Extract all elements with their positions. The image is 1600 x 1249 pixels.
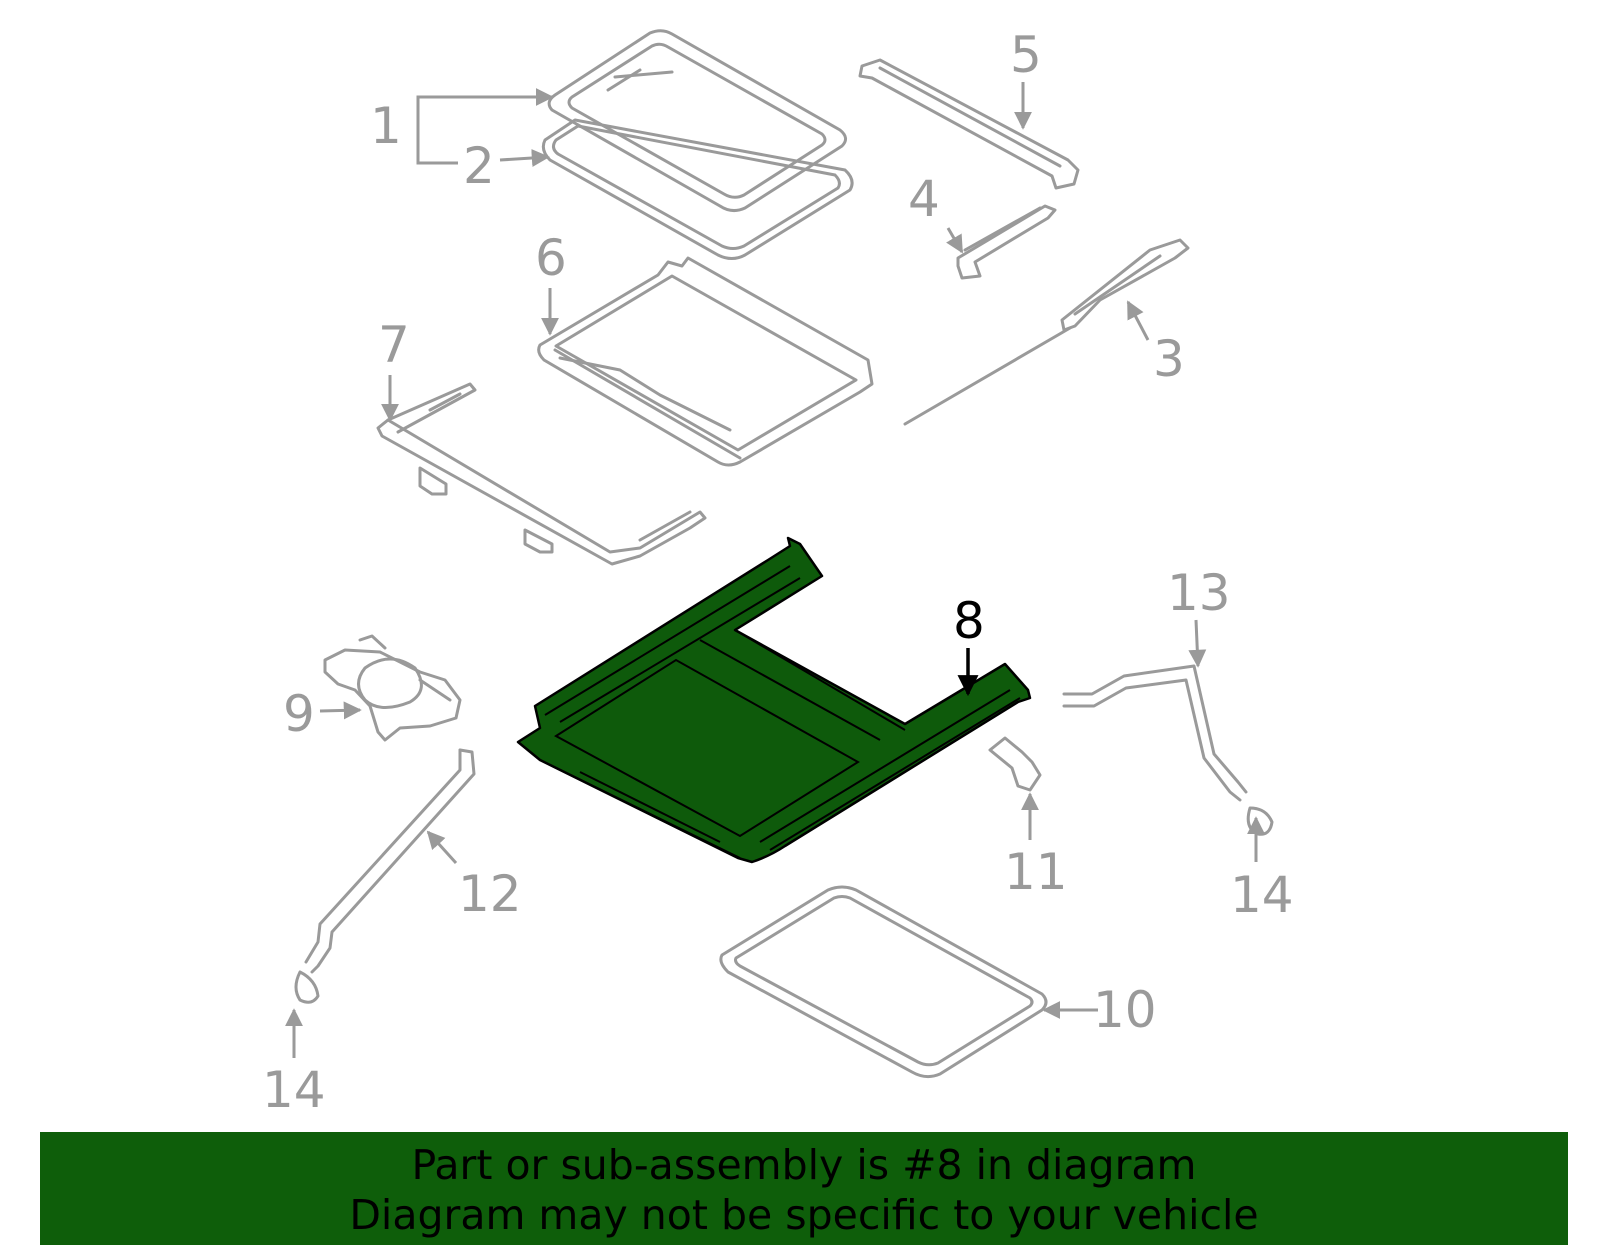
part-1-glass-panel (547, 29, 847, 213)
part-4-bracket (956, 204, 1057, 280)
callout-14-left: 14 (262, 1061, 326, 1119)
leader-lines (285, 82, 1265, 1058)
callout-3: 3 (1153, 330, 1185, 388)
part-10-seal (719, 885, 1048, 1079)
part-7-deflector (376, 382, 707, 566)
callout-1: 1 (370, 97, 402, 155)
part-13-drain-hose (1062, 664, 1274, 836)
info-banner: Part or sub-assembly is #8 in diagram Di… (40, 1132, 1568, 1245)
callout-6: 6 (535, 229, 567, 287)
part-11-bracket (988, 736, 1042, 792)
banner-line-1: Part or sub-assembly is #8 in diagram (411, 1141, 1197, 1189)
part-3-guide (903, 238, 1190, 426)
callout-11: 11 (1004, 843, 1068, 901)
banner-line-2: Diagram may not be specific to your vehi… (349, 1191, 1259, 1239)
callout-2: 2 (463, 137, 495, 195)
parts-diagram: 1 2 3 4 5 6 7 8 9 10 11 12 13 14 14 (262, 26, 1294, 1119)
part-8-sunroof-frame (516, 536, 1032, 864)
callout-10: 10 (1093, 981, 1157, 1039)
callout-13: 13 (1167, 564, 1231, 622)
callout-4: 4 (908, 170, 940, 228)
part-6-sunshade (537, 256, 874, 467)
part-9-motor (323, 634, 462, 742)
callout-9: 9 (283, 685, 315, 743)
callout-5: 5 (1010, 26, 1042, 84)
part-5-rail (858, 58, 1080, 190)
callout-12: 12 (458, 865, 522, 923)
callout-8: 8 (953, 592, 985, 650)
callout-14-right: 14 (1230, 866, 1294, 924)
part-12-drain-hose (294, 748, 476, 1004)
callout-7: 7 (378, 316, 410, 374)
